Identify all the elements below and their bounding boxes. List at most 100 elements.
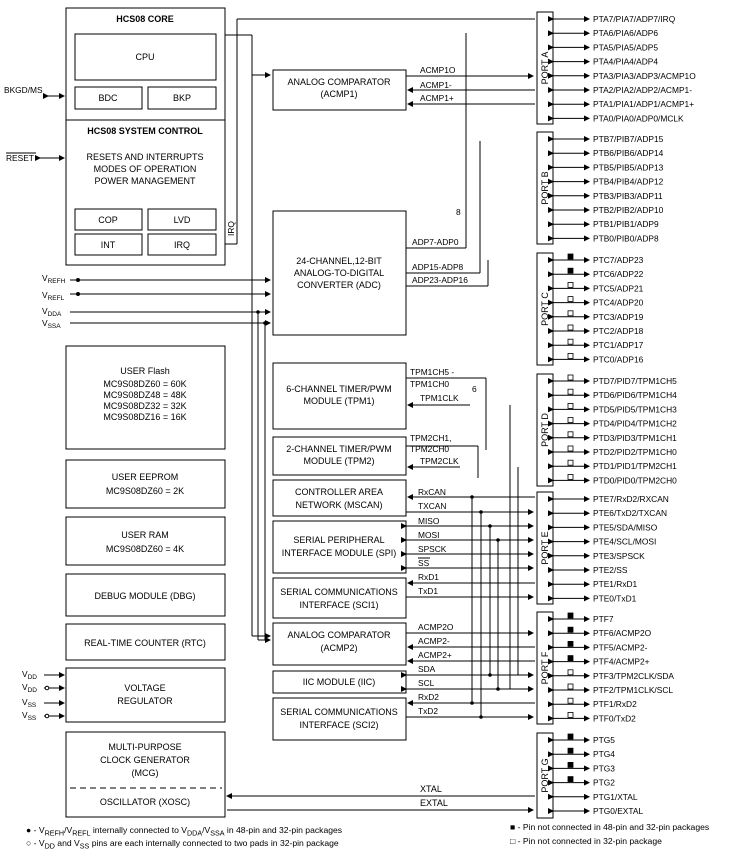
pin-nc-hollow-icon [567,683,574,690]
bus-width-8: 8 [456,207,461,217]
acmp1o-signal: ACMP1O [420,65,456,75]
pin-nc-filled-icon [567,267,574,274]
pin-label: PTF0/TxD2 [593,713,636,723]
tpm1clk-signal: TPM1CLK [420,393,459,403]
tpm1ch0-signal: TPM1CH0 [410,379,449,389]
acmp2m-signal: ACMP2- [418,636,450,646]
tpm2-line-2: MODULE (TPM2) [303,456,374,466]
spsck-signal: SPSCK [418,544,447,554]
bdc-block [74,86,143,110]
adp23-signal: ADP23-ADP16 [412,275,468,285]
pin-label: PTB2/PIB2/ADP10 [593,205,664,215]
vss-label-2: VSS [22,710,37,722]
pin-nc-hollow-icon [567,417,574,424]
lvd-block [147,208,217,231]
pin-nc-hollow-icon [567,281,574,288]
spi-line-2: INTERFACE MODULE (SPI) [282,548,397,558]
rtc-label: REAL-TIME COUNTER (RTC) [84,638,206,648]
cop-block [74,208,143,231]
txd1-signal: TxD1 [418,586,438,596]
pin-label: PTG2 [593,778,615,788]
pin-label: PTB0/PIB0/ADP8 [593,233,659,243]
pin-nc-hollow-icon [567,388,574,395]
pin-label: PTD3/PID3/TPM1CH1 [593,433,677,443]
ram-line: MC9S08DZ60 = 4K [106,544,184,554]
iic-block [272,670,407,694]
pin-label: PTB5/PIB5/ADP13 [593,162,664,172]
pin-nc-hollow-icon [567,445,574,452]
vrefl-label: VREFL [42,290,65,302]
pin-label: PTG4 [593,749,615,759]
pin-nc-hollow-icon [567,712,574,718]
sysctl-line-3: POWER MANAGEMENT [94,176,196,186]
mscan-block [272,479,407,517]
pin-label: PTD2/PID2/TPM1CH0 [593,447,677,457]
pin-label: PTC3/ADP19 [593,312,644,322]
mosi-signal: MOSI [418,530,439,540]
miso-signal: MISO [418,516,440,526]
flash-line-1: MC9S08DZ60 = 60K [103,379,186,389]
adp15-signal: ADP15-ADP8 [412,262,464,272]
vdd-label-2: VDD [22,682,37,694]
pin-label: PTE6/TxD2/TXCAN [593,508,667,518]
pin-nc-hollow-icon [567,338,574,345]
pin-label: PTA2/PIA2/ADP2/ACMP1- [593,85,692,95]
pin-nc-filled-icon [567,612,574,619]
pin-label: PTF4/ACMP2+ [593,657,650,667]
port-block-port-f [536,611,554,725]
acmp2-block [272,622,407,666]
dbg-label: DEBUG MODULE (DBG) [94,591,195,601]
pin-label: PTB3/PIB3/ADP11 [593,191,663,201]
pin-nc-hollow-icon [567,459,574,466]
pin-label: PTA1/PIA1/ADP1/ACMP1+ [593,99,694,109]
sda-signal: SDA [418,664,436,674]
pin-nc-hollow-icon [567,669,574,676]
adp7-signal: ADP7-ADP0 [412,237,459,247]
bullet-hollow-icon: ○ [26,838,32,848]
bullet-filled-icon: ● [26,825,32,835]
tpm1ch5-signal: TPM1CH5 - [410,367,454,377]
mcg-line-2: CLOCK GENERATOR [100,755,190,765]
pin-label: PTA6/PIA6/ADP6 [593,28,658,38]
adc-line-1: 24-CHANNEL,12-BIT [296,256,382,266]
footnote-vdd: ○ - VDD and VSS pins are each internally… [26,838,339,851]
vreg-line-2: REGULATOR [117,696,173,706]
pin-label: PTF6/ACMP2O [593,628,652,638]
port-name-label: PORT D [540,413,550,447]
port-block-port-d [536,373,554,487]
user-eeprom-block [65,459,226,509]
lvd-label: LVD [174,215,191,225]
pin-nc-filled-icon [567,733,574,740]
acmp2-line-2: (ACMP2) [320,643,357,653]
acmp1-block [272,69,407,111]
flash-line-4: MC9S08DZ16 = 16K [103,412,186,422]
irq-label: IRQ [174,240,190,250]
eeprom-line: MC9S08DZ60 = 2K [106,486,184,496]
pin-nc-filled-icon [567,762,574,768]
pin-label: PTE2/SS [593,565,628,575]
reset-pin-label: RESET [6,153,34,163]
irq-block [147,233,217,256]
pin-label: PTE3/SPSCK [593,551,645,561]
pin-nc-filled-icon [567,641,574,647]
core-title: HCS08 CORE [116,14,174,24]
sci1-block [272,577,407,619]
pin-label: PTC4/ADP20 [593,298,644,308]
pin-label: PTB6/PIB6/ADP14 [593,148,664,158]
pin-label: PTE5/SDA/MISO [593,522,658,532]
port-name-label: PORT C [540,292,550,326]
sysctl-line-1: RESETS AND INTERRUPTS [86,152,203,162]
vssa-label: VSSA [42,318,61,330]
vreg-line-1: VOLTAGE [124,683,165,693]
ss-signal: SS [418,558,430,568]
tpm1-block [272,362,407,430]
pin-nc-hollow-icon [567,310,574,317]
tpm2-block [272,436,407,476]
vdda-label: VDDA [42,306,62,318]
sci2-line-1: SERIAL COMMUNICATIONS [280,707,398,717]
txcan-signal: TXCAN [418,501,446,511]
voltage-regulator-block [65,667,226,723]
pin-label: PTC0/ADP16 [593,354,644,364]
pin-label: PTB7/PIB7/ADP15 [593,134,664,144]
